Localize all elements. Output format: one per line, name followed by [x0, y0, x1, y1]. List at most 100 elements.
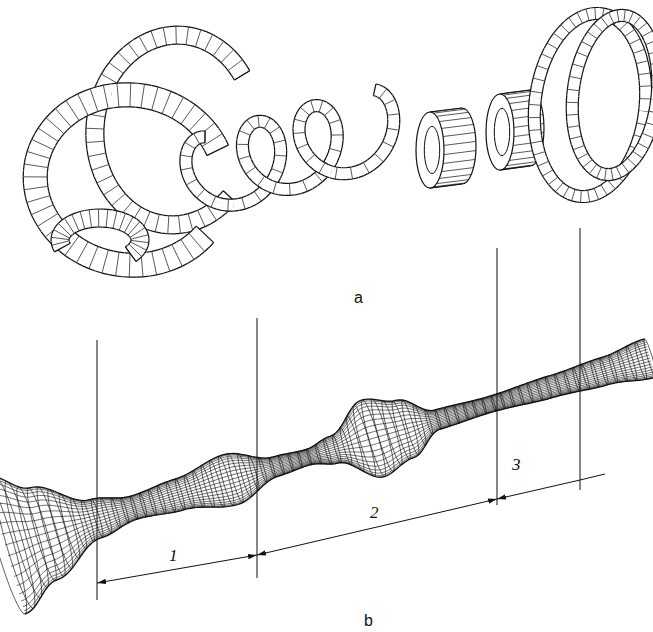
mesh-line — [217, 217, 222, 221]
mesh-line — [555, 183, 563, 192]
mesh-line — [86, 143, 88, 150]
mesh-line — [541, 93, 543, 99]
mesh-line — [274, 147, 276, 151]
mesh-line — [567, 83, 569, 89]
mesh-line — [152, 48, 157, 50]
mesh-line — [387, 114, 399, 115]
mesh-line — [140, 222, 143, 225]
mesh-line — [572, 189, 575, 200]
mesh-line — [578, 109, 579, 115]
mesh-line — [540, 105, 542, 111]
mesh-line — [652, 87, 653, 88]
mesh-line — [353, 178, 359, 179]
mesh-line — [631, 49, 633, 54]
tube-segment — [130, 83, 138, 107]
mesh-line — [197, 198, 201, 202]
mesh-line — [588, 190, 590, 202]
mesh-line — [331, 135, 332, 139]
mesh-line — [566, 185, 569, 187]
mesh-line — [566, 89, 568, 95]
mesh-line — [206, 205, 211, 208]
mesh-line — [245, 207, 251, 209]
mesh-line — [185, 142, 195, 148]
mesh-line — [89, 269, 95, 271]
tube-segment — [181, 26, 188, 44]
mesh-line — [254, 128, 256, 129]
mesh-line — [584, 190, 587, 192]
mesh-ring — [616, 350, 629, 382]
mesh-line — [280, 173, 282, 178]
mesh-line — [570, 136, 582, 139]
mesh-line — [566, 109, 567, 115]
mesh-line — [359, 163, 363, 165]
mesh-line — [199, 183, 202, 186]
mesh-line — [620, 30, 623, 33]
mesh-line — [131, 82, 138, 84]
mesh-line — [183, 142, 185, 146]
mesh-line — [284, 135, 285, 140]
tube-segment — [122, 253, 130, 277]
mesh-line — [60, 251, 65, 255]
mesh-line — [82, 228, 85, 230]
mesh-line — [248, 152, 250, 156]
mesh-line — [253, 129, 255, 131]
mesh-line — [625, 36, 627, 40]
mesh-line — [219, 191, 223, 195]
mesh-line — [24, 376, 653, 611]
mesh-line — [23, 176, 47, 177]
mesh-line — [180, 232, 186, 234]
mesh-line — [168, 233, 174, 234]
mesh-line — [307, 117, 308, 119]
mesh-line — [601, 15, 605, 18]
mesh-line — [113, 175, 116, 180]
mesh-ring — [268, 457, 276, 477]
mesh-line — [383, 157, 387, 162]
mesh-line — [87, 114, 105, 117]
mesh-line — [228, 71, 231, 75]
mesh-line — [573, 13, 577, 15]
solenoid-face — [416, 112, 444, 188]
mesh-line — [200, 143, 202, 145]
mesh-line — [158, 87, 165, 89]
mesh-line — [256, 127, 258, 129]
mesh-line — [573, 58, 575, 64]
tube-segment — [236, 139, 248, 144]
mesh-ring — [598, 357, 609, 385]
mesh-line — [244, 120, 247, 123]
mesh-line — [646, 55, 648, 61]
mesh-line — [398, 125, 400, 131]
mesh-line — [298, 107, 301, 110]
tube-segment — [388, 119, 400, 125]
mesh-ring — [56, 493, 83, 561]
mesh-line — [103, 85, 108, 108]
mesh-line — [530, 91, 542, 93]
mesh-line — [296, 193, 302, 194]
mesh-line — [186, 44, 191, 46]
mesh-line — [374, 166, 379, 170]
mesh-line — [538, 161, 549, 166]
mesh-line — [148, 235, 150, 239]
mesh-line — [27, 151, 50, 158]
mesh-line — [592, 43, 594, 47]
mesh-line — [152, 251, 157, 274]
mesh-line — [625, 9, 629, 11]
mesh-line — [137, 219, 140, 221]
mesh-line — [110, 227, 113, 229]
mesh-line — [628, 146, 630, 151]
mesh-line — [162, 114, 167, 116]
mesh-line — [330, 144, 331, 149]
mesh-line — [84, 115, 89, 117]
mesh-ring — [368, 398, 398, 473]
mesh-line — [293, 132, 305, 133]
mesh-line — [286, 145, 288, 150]
mesh-line — [50, 196, 52, 201]
mesh-line — [530, 137, 531, 143]
mesh-line — [323, 100, 327, 102]
tube-segment — [293, 129, 305, 134]
mesh-line — [147, 231, 148, 235]
mesh-line — [61, 134, 64, 138]
mesh-line — [304, 129, 305, 133]
mesh-line — [311, 113, 313, 114]
mesh-line — [237, 198, 241, 199]
mesh-line — [337, 157, 339, 162]
